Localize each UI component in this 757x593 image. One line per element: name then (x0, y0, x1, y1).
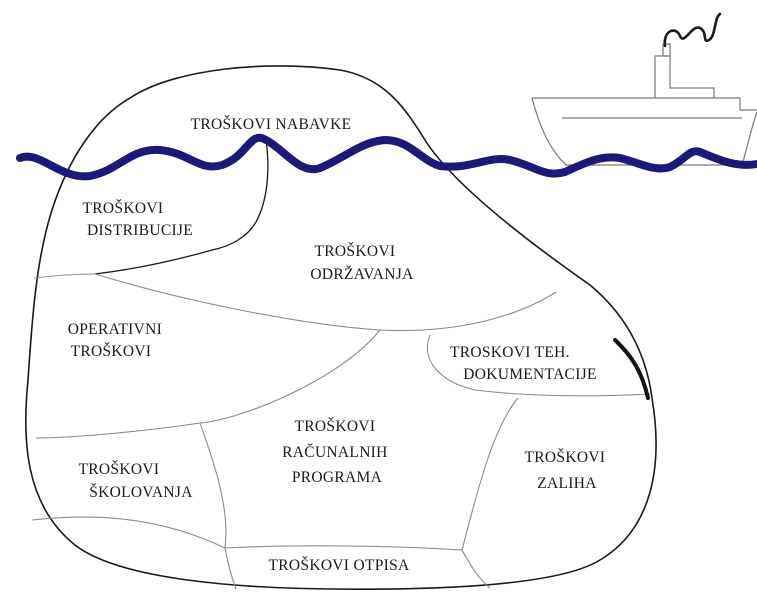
outline-highlight (613, 338, 650, 400)
label-line: PROGRAMA (292, 469, 383, 486)
water-line (16, 133, 757, 181)
label-troskovi-otpisa: TROŠKOVI OTPISA (269, 557, 411, 574)
iceberg-outline (24, 65, 657, 590)
label-troskovi-nabavke: TROŠKOVI NABAVKE (191, 116, 352, 133)
smoke-icon (663, 12, 722, 48)
label-line: TROŠKOVI (79, 461, 160, 478)
label-line: TROŠKOVI NABAVKE (191, 116, 352, 133)
label-operativni-troskovi: OPERATIVNI TROŠKOVI (68, 321, 166, 360)
label-line: RAČUNALNIH (282, 444, 387, 461)
label-troskovi-zaliha: TROŠKOVI ZALIHA (525, 449, 610, 492)
label-line: DOKUMENTACIJE (463, 366, 597, 383)
label-troskovi-odrzavanja: TROŠKOVI ODRŽAVANJA (310, 243, 414, 283)
label-troskovi-distribucije: TROŠKOVI DISTRIBUCIJE (83, 200, 194, 239)
label-line: TROŠKOVI (525, 449, 606, 466)
label-line: TROSKOVI TEH. (450, 344, 570, 361)
label-troskovi-racunalnih-programa: TROŠKOVI RAČUNALNIH PROGRAMA (282, 418, 392, 486)
label-line: TROŠKOVI (83, 200, 164, 217)
label-line: ODRŽAVANJA (310, 266, 414, 283)
section-dividers (31, 139, 651, 590)
label-line: TROŠKOVI (315, 243, 396, 260)
label-line: ZALIHA (537, 475, 597, 492)
label-troskovi-skolovanja: TROŠKOVI ŠKOLOVANJA (79, 461, 194, 501)
label-line: TROŠKOVI (295, 418, 376, 435)
label-line: TROŠKOVI (71, 343, 152, 360)
ship-icon (531, 43, 757, 166)
label-troskovi-teh-dokumentacije: TROSKOVI TEH. DOKUMENTACIJE (450, 344, 597, 383)
label-line: OPERATIVNI (68, 321, 162, 338)
label-line: ŠKOLOVANJA (89, 484, 193, 501)
label-line: DISTRIBUCIJE (87, 222, 193, 239)
label-line: TROŠKOVI OTPISA (269, 557, 411, 574)
